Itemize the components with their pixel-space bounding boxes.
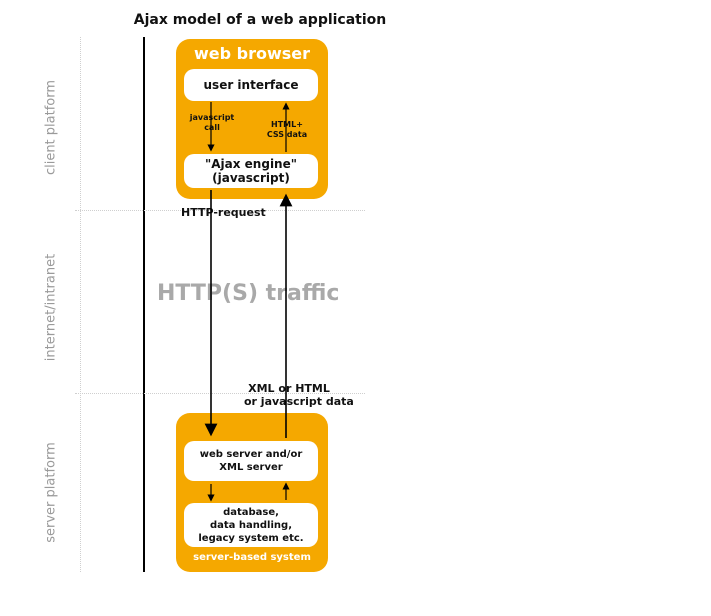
internet-server-boundary [75, 393, 365, 394]
javascript-call-label: javascript call [189, 113, 235, 132]
web-server-label: web server and/or [199, 449, 303, 460]
database-label: database, [223, 506, 279, 518]
legacy-system-label: legacy system etc. [198, 532, 304, 544]
http-traffic-label: HTTP(S) traffic [157, 281, 340, 306]
client-internet-boundary [75, 210, 365, 211]
html-css-data-label: HTML+ CSS data [266, 120, 308, 139]
response-data-label: XML or HTML or javascript data [244, 382, 354, 408]
user-interface-label: user interface [203, 78, 299, 92]
ajax-engine-label: "Ajax engine" [205, 157, 297, 171]
ajax-engine-box: "Ajax engine" (javascript) [184, 154, 318, 188]
zone-guide-line [80, 37, 81, 572]
platform-divider-line [143, 37, 145, 572]
diagram-title: Ajax model of a web application [133, 12, 387, 28]
web-server-box: web server and/or XML server [184, 441, 318, 481]
server-system-title: server-based system [193, 552, 311, 563]
database-box: database, data handling, legacy system e… [184, 503, 318, 547]
user-interface-box: user interface [184, 69, 318, 101]
http-request-label: HTTP-request [181, 206, 266, 219]
data-handling-label: data handling, [210, 519, 292, 531]
web-browser-title: web browser [193, 44, 311, 63]
ajax-engine-sublabel: (javascript) [212, 171, 290, 185]
web-server-sublabel: XML server [219, 462, 283, 473]
